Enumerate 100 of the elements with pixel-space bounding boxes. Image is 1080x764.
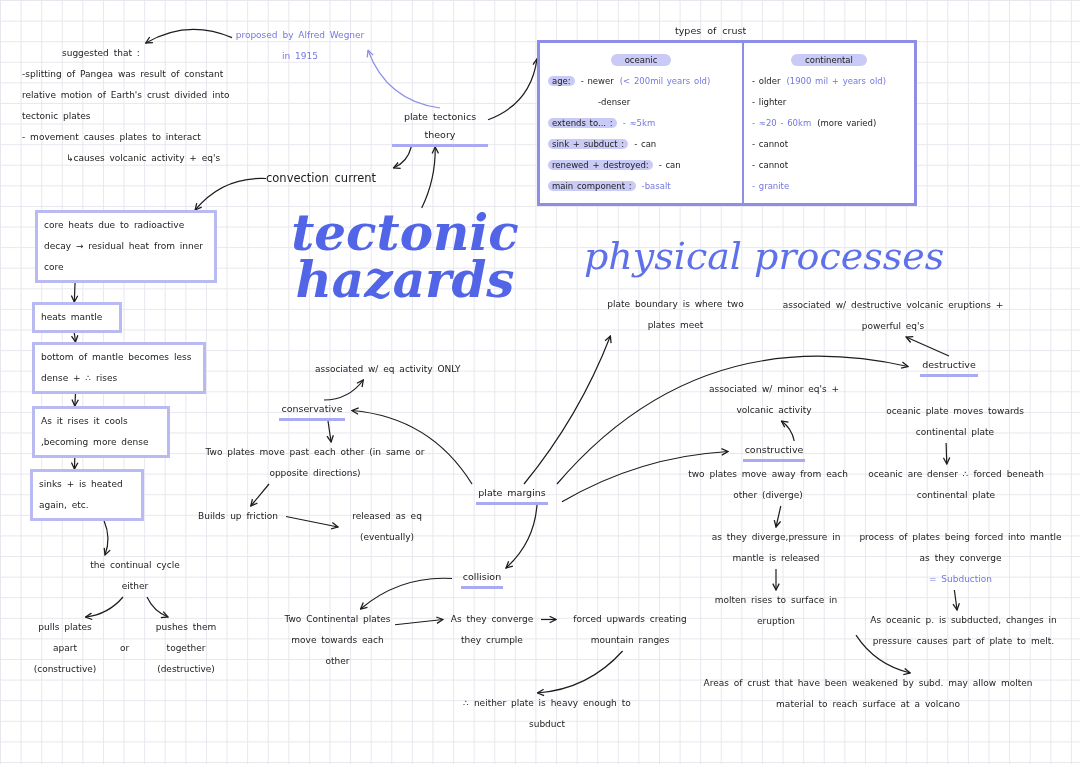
arrow [70, 332, 79, 343]
heading-text: destructive [920, 356, 978, 377]
row-label: age: [548, 75, 575, 86]
note-text: - movement causes plates to interact [22, 131, 201, 144]
cell-text: - granite [752, 180, 790, 191]
note-text: plate boundary is where two plates meet [606, 298, 745, 332]
arrow [773, 505, 782, 528]
arrow [952, 589, 960, 611]
column-heading: oceanic [610, 53, 672, 66]
arrow [366, 49, 441, 109]
note-text: Two Continental plates move towards each other [283, 613, 392, 668]
note-text: the continual cycle [90, 559, 180, 572]
note-text: Areas of crust that have been weakened by subd. may allow molten material to reach surface at a volcano [702, 677, 1034, 711]
note-text: = Subduction [928, 573, 993, 586]
arrow [326, 420, 334, 443]
subtitle-text: physical processes [584, 233, 945, 278]
note-text: oceanic are denser ∴ forced beneath continental plate [867, 468, 1045, 502]
arrow [70, 282, 79, 303]
note-text: as they diverge,pressure in mantle is released [710, 531, 842, 565]
heading-text: conservative [279, 400, 345, 421]
note-text: process of plates being forced into mantle as they converge [858, 531, 1063, 565]
arrow [359, 577, 453, 610]
arrow [70, 457, 79, 470]
heading-text: constructive [742, 441, 806, 462]
cell-text: - cannot [752, 138, 788, 149]
heading-text: plate tectonics theory [392, 108, 488, 147]
note-text: forced upwards creating mountain ranges [572, 613, 688, 647]
text-box [32, 342, 206, 394]
arrow [905, 336, 950, 357]
note-text: associated w/ destructive volcanic eruptions + powerful eq's [781, 299, 1005, 333]
cell-text: (1900 mil + years old) [786, 75, 886, 86]
note-text: heats mantle [41, 311, 103, 324]
arrow [394, 616, 444, 626]
arrow [556, 355, 909, 485]
arrow [780, 420, 795, 442]
cell-text: -denser [598, 96, 631, 107]
heading-text: collision [460, 568, 504, 589]
row-label: extends to... : [548, 117, 617, 128]
note-text: ∴ neither plate is heavy enough to subduct [462, 697, 632, 731]
note-text: Builds up friction [198, 510, 278, 523]
cell-text: - older [752, 75, 781, 86]
note-text: As it rises it cools ,becoming more dense [41, 415, 150, 449]
arrow [351, 407, 473, 485]
arrow [505, 504, 538, 569]
arrow [146, 596, 169, 619]
note-text: As oceanic p. is subducted, changes in pressure causes part of plate to melt. [869, 614, 1058, 648]
note-text: oceanic plate moves towards continental plate [885, 405, 1025, 439]
note-text: convection current [266, 170, 377, 187]
note-text: released as eq (eventually) [351, 510, 423, 544]
note-text: As they converge they crumple [449, 613, 535, 647]
note-text: associated w/ eq activity ONLY [315, 363, 461, 376]
row-label: main component : [548, 180, 636, 191]
cell-text: - lighter [752, 96, 787, 107]
arrow [323, 379, 364, 401]
arrow [285, 515, 339, 530]
arrow [772, 568, 780, 591]
arrow [84, 596, 124, 620]
arrow [561, 448, 729, 503]
arrow [103, 520, 111, 556]
note-text: -splitting of Pangea was result of constant relative motion of Earth's crust divided into tectonic plates [22, 68, 231, 123]
note-text: associated w/ minor eq's + volcanic activity [707, 383, 841, 417]
title-text: tectonic hazards [290, 208, 520, 303]
cell-text: - ≈20 - 60km [752, 117, 812, 128]
heading-text: plate margins [476, 484, 548, 505]
arrow [145, 28, 233, 44]
cell-text: (more varied) [817, 117, 877, 128]
note-text: either [121, 580, 149, 593]
arrow [421, 146, 440, 209]
note-text: bottom of mantle becomes less dense + ∴ rises [41, 351, 193, 385]
text-box [35, 210, 217, 283]
cell-text: - ≈5km [622, 117, 656, 128]
cell-text: - newer [580, 75, 614, 86]
arrow [250, 483, 270, 507]
arrow [855, 634, 911, 676]
arrow [540, 615, 557, 624]
cell-text: - cannot [752, 159, 788, 170]
note-text: core heats due to radioactive decay → residual heat from inner core [44, 219, 204, 274]
arrow [536, 650, 624, 697]
arrow [942, 442, 951, 465]
arrow [392, 146, 412, 169]
arrow [523, 335, 612, 485]
note-text: suggested that : [61, 47, 140, 60]
text-box [32, 406, 170, 458]
note-text: pulls plates apart (constructive) [32, 621, 98, 676]
text-box [30, 469, 144, 521]
note-text: ↳causes volcanic activity + eq's [65, 152, 221, 165]
note-text: sinks + is heated again, etc. [39, 478, 124, 512]
note-text: or [120, 643, 130, 653]
cell-text: - can [658, 159, 681, 170]
arrow [194, 177, 267, 211]
cell-text: - can [634, 138, 657, 149]
note-text: two plates move away from each other (diverge) [688, 468, 848, 502]
row-label: sink + subduct : [548, 138, 629, 149]
cell-text: (< 200mil years old) [619, 75, 711, 86]
arrow [71, 393, 79, 407]
cell-text: -basalt [641, 180, 671, 191]
column-heading: continental [791, 53, 867, 66]
note-text: Two plates move past each other (in same or opposite directions) [204, 446, 426, 480]
table-heading: types of crust [674, 24, 748, 38]
text-box [32, 302, 122, 333]
